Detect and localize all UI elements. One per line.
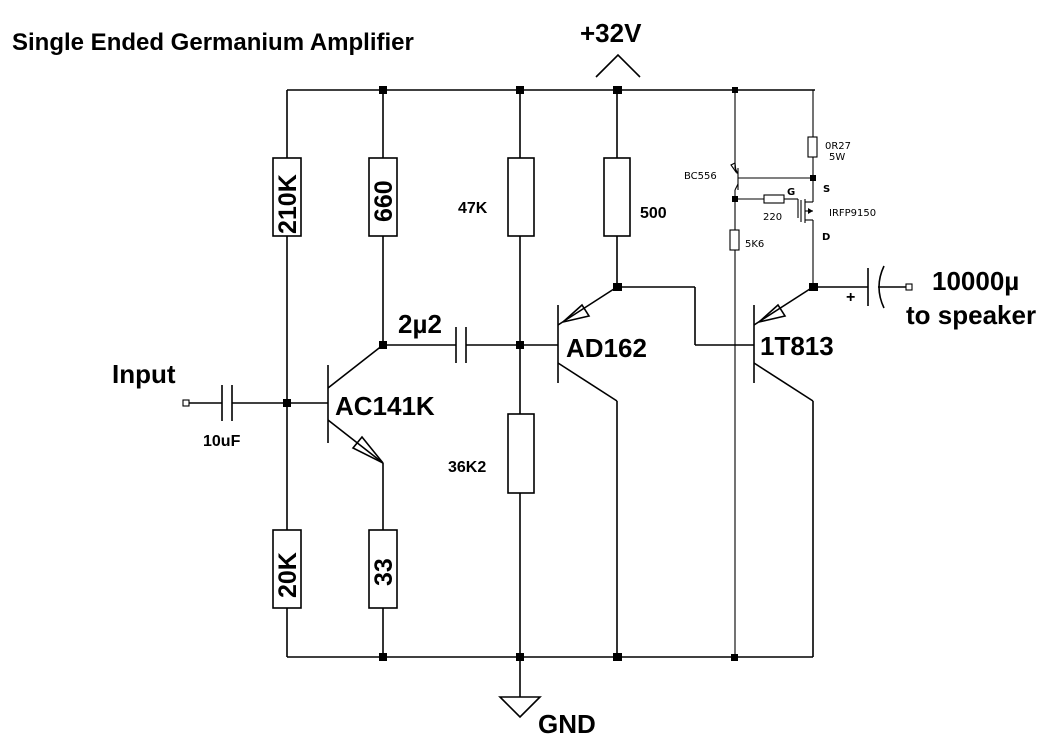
resistor-36k2-label: 36K2 [448,459,486,476]
output-label: to speaker [906,300,1036,330]
junction-dot [379,653,387,661]
resistor-20k-label: 20K [274,552,302,598]
gate-pin-label: G [787,187,795,198]
junction-dot [810,175,816,181]
output-cap-label: 10000µ [932,266,1019,296]
coupling-cap-label: 2µ2 [398,309,442,339]
resistor-220 [763,194,785,204]
junction-dot [379,86,387,94]
resistor-47k-label: 47K [458,200,488,217]
bc-arrow [730,162,737,175]
q2-collector-lead [557,362,618,402]
resistor-36k2 [507,413,535,494]
junction-dot [283,399,291,407]
q1-collector-lead [327,344,384,389]
resistor-500 [603,157,631,237]
drain-pin-label: D [822,232,830,243]
resistor-220-label: 220 [763,212,782,223]
junction-dot [516,86,524,94]
q2-emitter-arrow [562,303,591,323]
junction-dot [516,653,524,661]
output-cap-plus: + [846,289,855,306]
junction-dot [379,341,387,349]
q1-emitter-lead [327,419,384,464]
resistor-0r27 [807,136,818,158]
bc-collector-lead [734,183,739,191]
mosfet-label: IRFP9150 [829,208,876,219]
resistor-0r27-power: 5W [829,152,845,163]
resistor-33-label: 33 [370,558,398,586]
diagram-title: Single Ended Germanium Amplifier [12,29,414,56]
ground-symbol [498,696,542,719]
resistor-500-label: 500 [640,205,667,222]
junction-dot [732,87,738,93]
resistor-0r27-label: 0R27 [825,141,851,152]
mosfet-arrow [808,208,813,214]
resistor-5k6-label: 5K6 [745,239,764,250]
resistor-660 [368,157,398,237]
resistor-210k-label: 210K [274,174,302,234]
supply-label: +32V [580,18,642,48]
junction-dot [516,341,524,349]
junction-dot [809,283,818,291]
source-pin-label: S [823,184,830,195]
resistor-210k [272,157,302,237]
junction-dot [731,654,738,661]
input-terminal [182,399,190,407]
output-terminal [905,283,913,291]
q2-label: AD162 [566,333,647,363]
input-label: Input [112,359,176,389]
supply-arrow [595,53,641,78]
ground-label: GND [538,709,596,739]
junction-dot [613,283,622,291]
input-cap-label: 10uF [203,433,241,450]
resistor-47k [507,157,535,237]
q1-label: AC141K [335,391,435,421]
bc556-label: BC556 [684,171,717,182]
resistor-33 [368,529,398,609]
resistor-5k6 [729,229,740,251]
junction-dot [613,653,622,661]
q3-emitter-arrow [758,303,787,323]
junction-dot [732,196,738,202]
junction-dot [613,86,622,94]
q1-emitter-arrow [351,435,384,464]
resistor-660-label: 660 [370,180,398,222]
q3-label: 1T813 [760,331,834,361]
q3-collector-lead [753,362,814,402]
